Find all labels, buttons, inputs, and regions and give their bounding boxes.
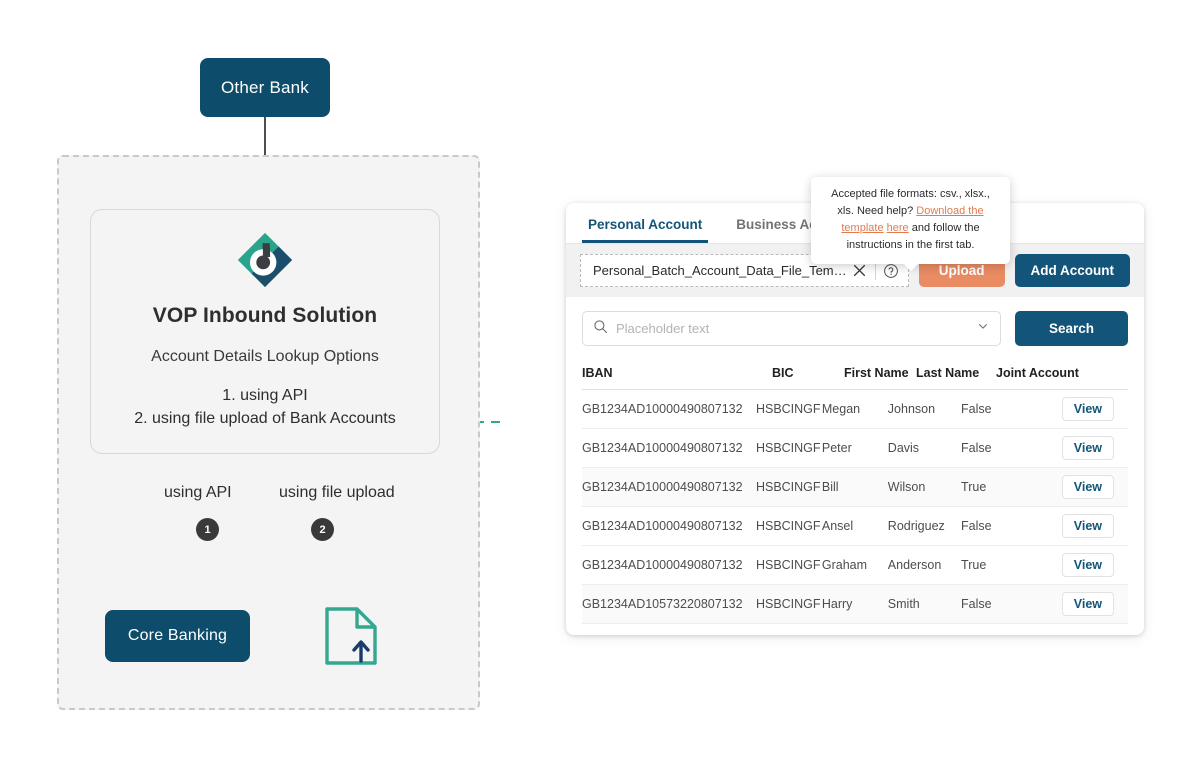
cell-bic: HSBCINGF	[755, 558, 821, 572]
cell-bic: HSBCINGF	[755, 402, 821, 416]
column-header-bic: BIC	[772, 365, 794, 380]
node-other-bank-label: Other Bank	[221, 77, 309, 97]
cell-last-name: Wilson	[887, 480, 926, 494]
search-placeholder-text: Placeholder text	[616, 321, 710, 336]
tooltip-link-here[interactable]: here	[886, 222, 909, 235]
column-header-joint-account: Joint Account	[996, 365, 1079, 380]
close-icon[interactable]	[847, 258, 873, 284]
cell-iban: GB1234AD10000490807132	[582, 441, 743, 455]
cell-first-name: Ansel	[821, 519, 854, 533]
cell-first-name: Megan	[821, 402, 861, 416]
cell-last-name: Davis	[887, 441, 920, 455]
tooltip-line-1: Accepted file formats: csv., xlsx., xls.	[831, 188, 990, 218]
cell-joint-account: False	[961, 402, 992, 416]
add-account-button[interactable]: Add Account	[1014, 254, 1130, 287]
tab-personal-account[interactable]: Personal Account	[582, 217, 709, 243]
vop-option-2: 2. using file upload of Bank Accounts	[134, 410, 396, 428]
icon-divider	[874, 261, 876, 280]
view-button[interactable]: View	[1061, 592, 1114, 616]
search-input[interactable]: Placeholder text	[582, 311, 1001, 346]
node-core-banking[interactable]: Core Banking	[105, 610, 250, 662]
view-button[interactable]: View	[1061, 397, 1114, 421]
view-button[interactable]: View	[1061, 514, 1114, 538]
cell-last-name: Anderson	[887, 558, 942, 572]
branch-label-api: using API	[164, 484, 232, 501]
tooltip-link-download-template[interactable]: Download the template	[841, 205, 984, 235]
cell-first-name: Peter	[821, 441, 852, 455]
node-other-bank[interactable]: Other Bank	[200, 58, 330, 117]
cell-joint-account: False	[961, 519, 992, 533]
vop-card-options: 1. using API 2. using file upload of Ban…	[134, 384, 396, 430]
cell-first-name: Graham	[821, 558, 868, 572]
chevron-down-icon[interactable]	[976, 319, 990, 338]
cell-joint-account: True	[961, 558, 987, 572]
search-row: Placeholder text Search	[566, 297, 1144, 356]
column-header-last-name: Last Name	[916, 365, 980, 380]
view-button[interactable]: View	[1061, 553, 1114, 577]
cell-bic: HSBCINGF	[755, 441, 821, 455]
cell-bic: HSBCINGF	[755, 519, 821, 533]
cell-joint-account: False	[961, 441, 992, 455]
cell-joint-account: True	[961, 480, 987, 494]
search-button[interactable]: Search	[1014, 311, 1128, 346]
cell-iban: GB1234AD10000490807132	[582, 402, 743, 416]
vop-logo-icon	[237, 232, 293, 288]
vop-card-subtitle: Account Details Lookup Options	[151, 348, 379, 365]
view-button[interactable]: View	[1061, 475, 1114, 499]
cell-bic: HSBCINGF	[755, 480, 821, 494]
node-core-banking-label: Core Banking	[127, 627, 228, 644]
branch-badge-2: 2	[311, 518, 334, 541]
cell-joint-account: False	[961, 597, 992, 611]
table-header-row: IBAN BIC First Name Last Name Joint Acco…	[582, 356, 1128, 390]
branch-badge-1: 1	[196, 518, 219, 541]
cell-first-name: Harry	[821, 597, 853, 611]
tooltip-line-2-pre: Need help?	[856, 205, 917, 218]
branch-label-file-upload: using file upload	[279, 484, 395, 501]
file-format-tooltip: Accepted file formats: csv., xlsx., xls.…	[811, 177, 1010, 272]
search-icon	[593, 319, 608, 339]
file-name-text: Personal_Batch_Account_Data_File_Templat…	[593, 263, 847, 278]
cell-iban: GB1234AD10573220807132	[582, 597, 743, 611]
cell-last-name: Johnson	[887, 402, 936, 416]
tooltip-line-3: and follow the instructions in the first…	[846, 222, 980, 252]
cell-iban: GB1234AD10000490807132	[582, 519, 743, 533]
account-lookup-panel: Personal Account Business Account Person…	[566, 203, 1144, 635]
column-header-iban: IBAN	[582, 365, 613, 380]
file-upload-icon	[325, 607, 377, 665]
cell-iban: GB1234AD10000490807132	[582, 480, 743, 494]
column-header-first-name: First Name	[844, 365, 909, 380]
vop-solution-card: VOP Inbound Solution Account Details Loo…	[90, 209, 440, 454]
vop-card-title: VOP Inbound Solution	[152, 304, 378, 327]
accounts-table: IBAN BIC First Name Last Name Joint Acco…	[566, 356, 1144, 624]
cell-last-name: Rodriguez	[887, 519, 945, 533]
cell-first-name: Bill	[821, 480, 839, 494]
cell-iban: GB1234AD10000490807132	[582, 558, 743, 572]
question-mark-icon[interactable]	[878, 258, 904, 284]
view-button[interactable]: View	[1061, 436, 1114, 460]
cell-last-name: Smith	[887, 597, 920, 611]
cell-bic: HSBCINGF	[755, 597, 821, 611]
vop-option-1: 1. using API	[222, 387, 308, 404]
